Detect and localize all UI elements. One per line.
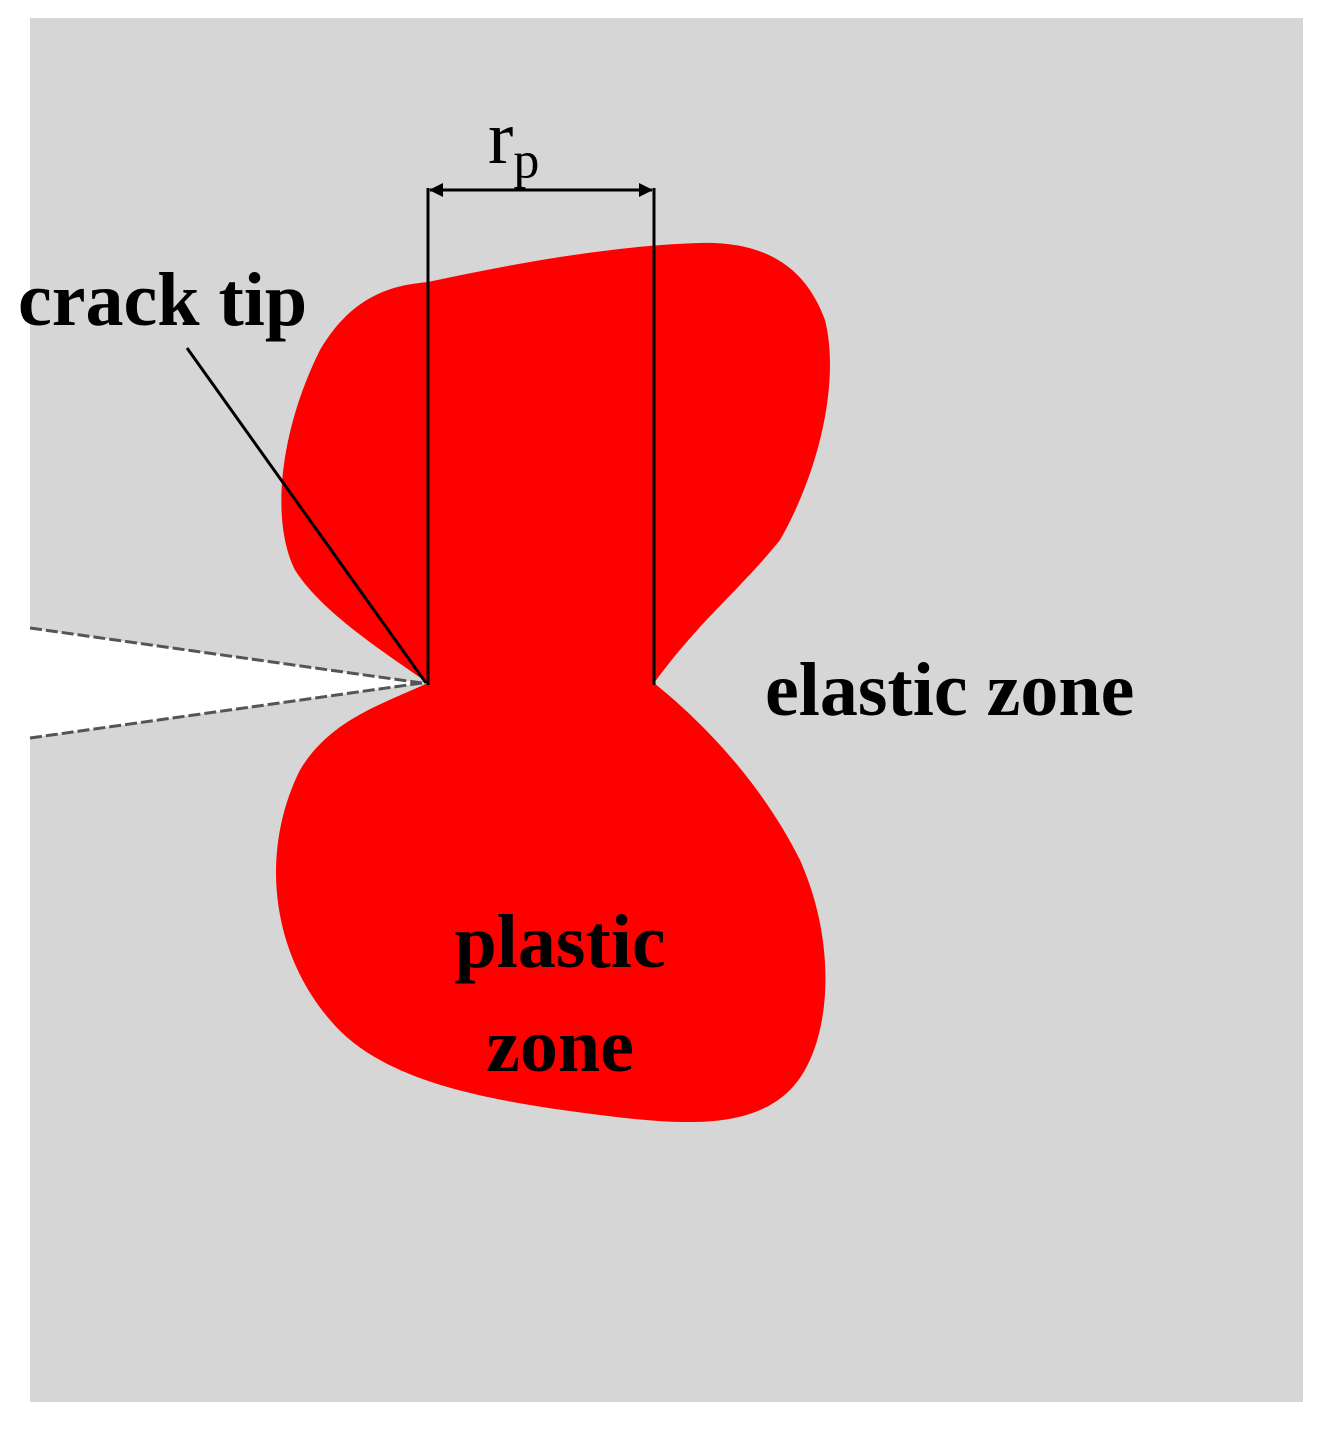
plastic-zone-label-line2: zone xyxy=(486,1004,634,1088)
plastic-zone-label-line1: plastic xyxy=(454,900,666,984)
crack-tip-label: crack tip xyxy=(18,258,308,342)
crack-tip-leader-line xyxy=(185,347,428,684)
crack-lower-edge xyxy=(29,681,423,740)
elastic-zone-label: elastic zone xyxy=(765,648,1135,732)
plastic-zone-shape xyxy=(276,242,830,1123)
crack-wedge xyxy=(30,628,422,738)
rp-subscript: p xyxy=(513,132,540,190)
rp-main-symbol: r xyxy=(488,96,514,180)
rp-dimension-label: rp xyxy=(488,100,539,188)
crack-upper-edge xyxy=(29,626,423,685)
